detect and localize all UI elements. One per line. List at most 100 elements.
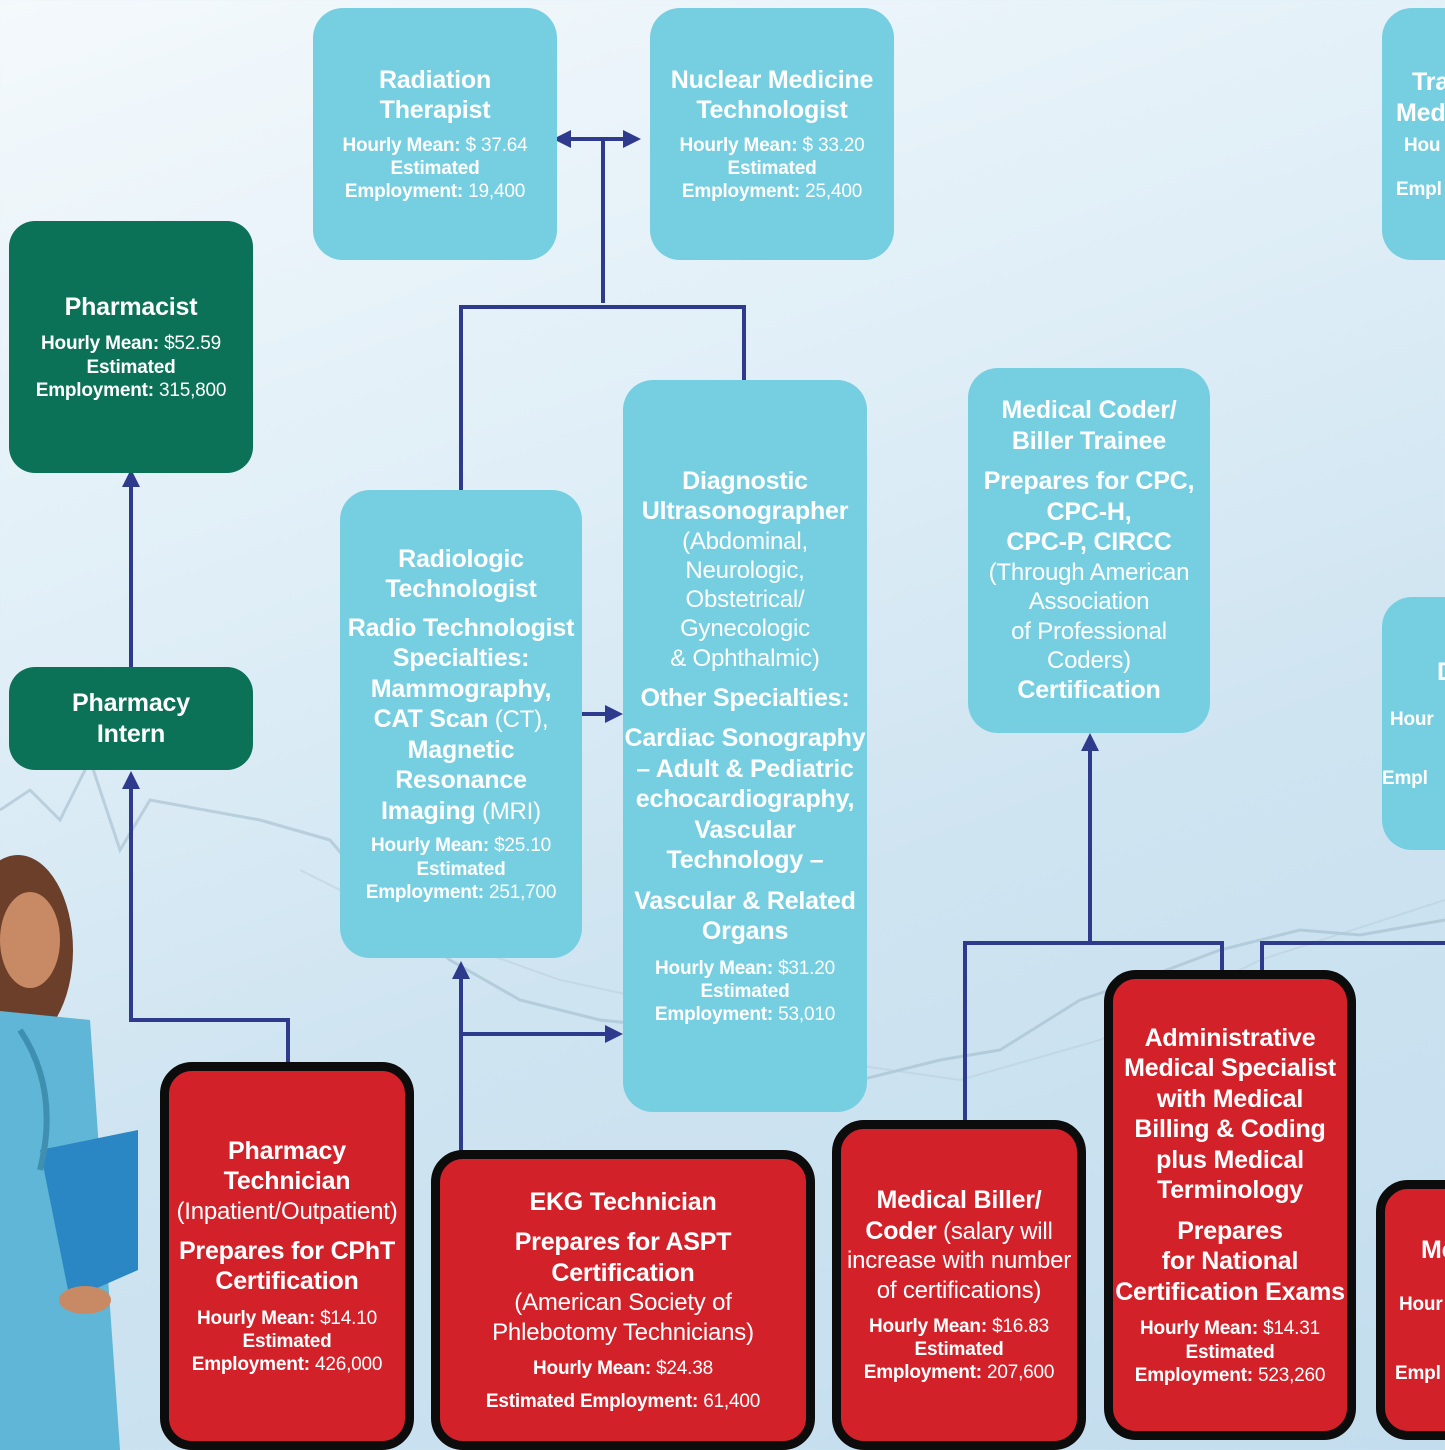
coder-trainee-prep-2: CPC-H, [1046,497,1132,526]
pharmacy-intern-title-1: Pharmacy [72,689,190,717]
nuclear-medicine-employment: Employment: 25,400 [682,180,862,203]
employment-value: 207,600 [986,1362,1055,1384]
ekg-assoc-1: (American Society of [514,1289,732,1317]
diagnostic-ultrasonographer-box: Diagnostic Ultrasonographer (Abdominal, … [623,380,867,1112]
employment-value: 19,400 [468,181,526,203]
admin-prep-2: for National [1161,1247,1299,1276]
radiologic-spec-1: Radio Technologist [347,613,575,642]
biller-title-2: Coder (salary will [865,1216,1053,1247]
pharmacy-tech-prep-2: Certification [215,1267,359,1296]
coder-trainee-title-2: Biller Trainee [1011,426,1167,455]
nuclear-medicine-title-1: Nuclear Medicine [670,65,874,94]
ekg-prep-1: Prepares for ASPT [514,1228,732,1257]
employment-label: Employment: [1134,1364,1253,1386]
ultrasonographer-title-1: Diagnostic [682,466,808,495]
estimated-label: Estimated [416,858,506,880]
admin-prep-1: Prepares [1177,1216,1283,1245]
right-mid-line-1: D [1382,657,1445,688]
employment-value: 251,700 [488,881,557,903]
medical-biller-coder-box: Medical Biller/ Coder (salary will incre… [832,1120,1086,1450]
imaging-label: Imaging [381,796,476,825]
right-bottom-partial-box: Me Hour Empl [1376,1180,1445,1440]
admin-title-4: Billing & Coding [1134,1115,1326,1144]
radiologic-estimated: Estimated [416,858,505,881]
employment-label: Employment: [681,181,801,203]
pharmacy-intern-title-2: Intern [96,719,166,748]
cardiac-line-2: – Adult & Pediatric [636,754,854,783]
radiologic-spec-4: CAT Scan (CT), [374,704,549,735]
vascular-line-2: Organs [701,917,789,946]
hourly-label: Hourly Mean: [342,134,461,156]
pharmacy-tech-employment: Employment: 426,000 [192,1353,383,1376]
right-top-line-3: Hou [1404,135,1441,157]
biller-hourly: Hourly Mean: $16.83 [869,1315,1049,1338]
hourly-value: $14.31 [1263,1318,1320,1340]
hourly-label: Hourly Mean: [1140,1318,1258,1340]
pharmacist-estimated: Estimated [86,356,175,379]
employment-label: Employment: [863,1362,982,1384]
nuclear-medicine-title-2: Technologist [696,96,848,125]
radiation-therapist-box: Radiation Therapist Hourly Mean: $ 37.64… [313,8,557,260]
coder-label: Coder [865,1216,937,1245]
hourly-value: $52.59 [164,333,221,355]
pharmacy-tech-title-2: Technician [223,1167,351,1196]
pharmacy-tech-estimated: Estimated [242,1330,331,1353]
estimated-label: Estimated [390,157,480,179]
ultrasonographer-title-2: Ultrasonographer [641,497,849,526]
radiation-therapist-hourly: Hourly Mean: $ 37.64 [342,134,527,157]
radiologic-spec-7: Imaging (MRI) [381,796,541,827]
right-top-line-4: Empl [1396,178,1442,200]
ekg-technician-box: EKG Technician Prepares for ASPT Certifi… [431,1150,815,1450]
hourly-label: Hourly Mean: [869,1316,987,1337]
radiologic-technologist-box: Radiologic Technologist Radio Technologi… [340,490,582,958]
coder-trainee-cert: Certification [1017,676,1161,705]
pharmacy-tech-title-1: Pharmacy [228,1136,346,1165]
employment-value: 426,000 [314,1354,383,1376]
radiologic-spec-2: Specialties: [392,644,530,673]
ultrasonographer-sub-1: (Abdominal, [682,527,808,555]
mri-label: (MRI) [475,797,541,825]
radiologic-title-2: Technologist [385,575,537,604]
radiation-therapist-title-2: Therapist [379,96,491,125]
biller-title-1: Medical Biller/ [876,1186,1042,1215]
hourly-label: Hourly Mean: [197,1307,315,1329]
employment-label: Employment: [365,881,484,903]
admin-estimated: Estimated [1185,1341,1274,1364]
employment-value: 523,260 [1257,1364,1326,1386]
radiation-therapist-employment: Employment: 19,400 [345,180,525,203]
radiation-therapist-title-1: Radiation [378,65,492,94]
ultrasonographer-employment: Employment: 53,010 [655,1003,835,1026]
right-top-partial-box: Tra Med Hou Empl [1382,8,1445,260]
employment-value: 25,400 [805,181,863,203]
pharmacist-box: Pharmacist Hourly Mean: $52.59 Estimated… [9,221,253,473]
estimated-label: Estimated [700,981,790,1003]
estimated-label: Estimated [86,356,176,378]
employment-value: 53,010 [778,1004,836,1026]
cardiac-line-3: echocardiography, [635,785,855,814]
radiologic-title-1: Radiologic [398,544,524,573]
coder-trainee-title-1: Medical Coder/ [1001,396,1177,425]
employment-label: Employment: [654,1004,774,1026]
hourly-value: $24.38 [656,1357,713,1379]
hourly-value: $31.20 [778,957,835,979]
ct-label: (CT), [488,706,549,734]
employment-label: Employment: [191,1354,310,1376]
hourly-value: $16.83 [992,1316,1049,1337]
employment-label: Employment: [344,181,464,203]
estimated-label: Estimated [1185,1341,1275,1363]
pharmacist-hourly: Hourly Mean: $52.59 [41,332,221,355]
coder-trainee-assoc-3: of Professional Coders) [1011,617,1167,674]
admin-prep-3: Certification Exams [1115,1277,1345,1306]
admin-title-2: Medical Specialist [1124,1054,1336,1083]
medical-coder-trainee-box: Medical Coder/ Biller Trainee Prepares f… [968,368,1210,733]
pharmacy-tech-sub: (Inpatient/Outpatient) [176,1197,398,1225]
radiologic-spec-3: Mammography, [370,674,552,703]
right-bottom-line-2: Hour [1399,1294,1443,1316]
coder-trainee-prep-1: Prepares for CPC, [983,467,1195,496]
ekg-title: EKG Technician [529,1187,717,1216]
right-top-line-1: Tra [1412,68,1445,97]
coder-trainee-assoc-2: Association [1028,588,1150,616]
admin-title-5: plus Medical [1156,1145,1304,1174]
ekg-employment: Estimated Employment: 61,400 [486,1390,760,1413]
coder-trainee-assoc-1: (Through American [988,558,1190,586]
